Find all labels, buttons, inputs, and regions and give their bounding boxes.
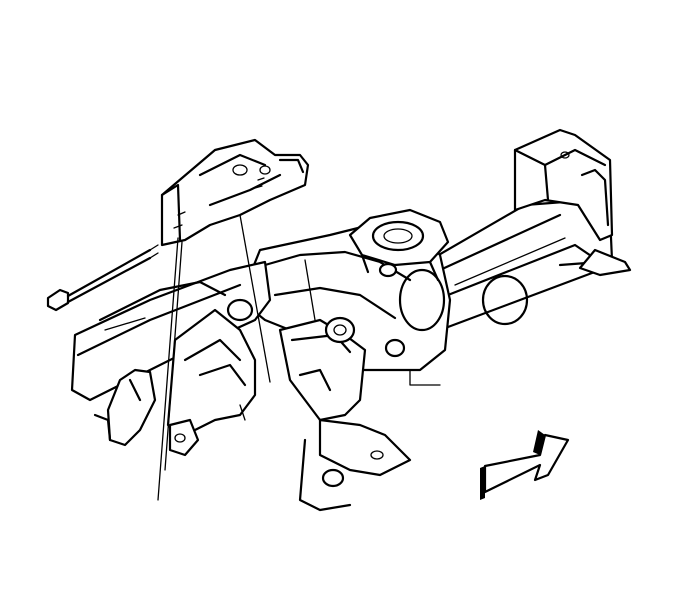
forward-direction-arrow-icon [480,430,570,500]
left-support [166,308,257,457]
center-bracket [278,316,412,512]
mounting-bracket [160,138,310,247]
frame-rail-right [428,198,614,332]
rear-mount-bracket [513,128,632,277]
bolt [46,244,159,312]
alignment-leader-lines [157,214,271,501]
engine-mount-bracket [348,208,450,282]
